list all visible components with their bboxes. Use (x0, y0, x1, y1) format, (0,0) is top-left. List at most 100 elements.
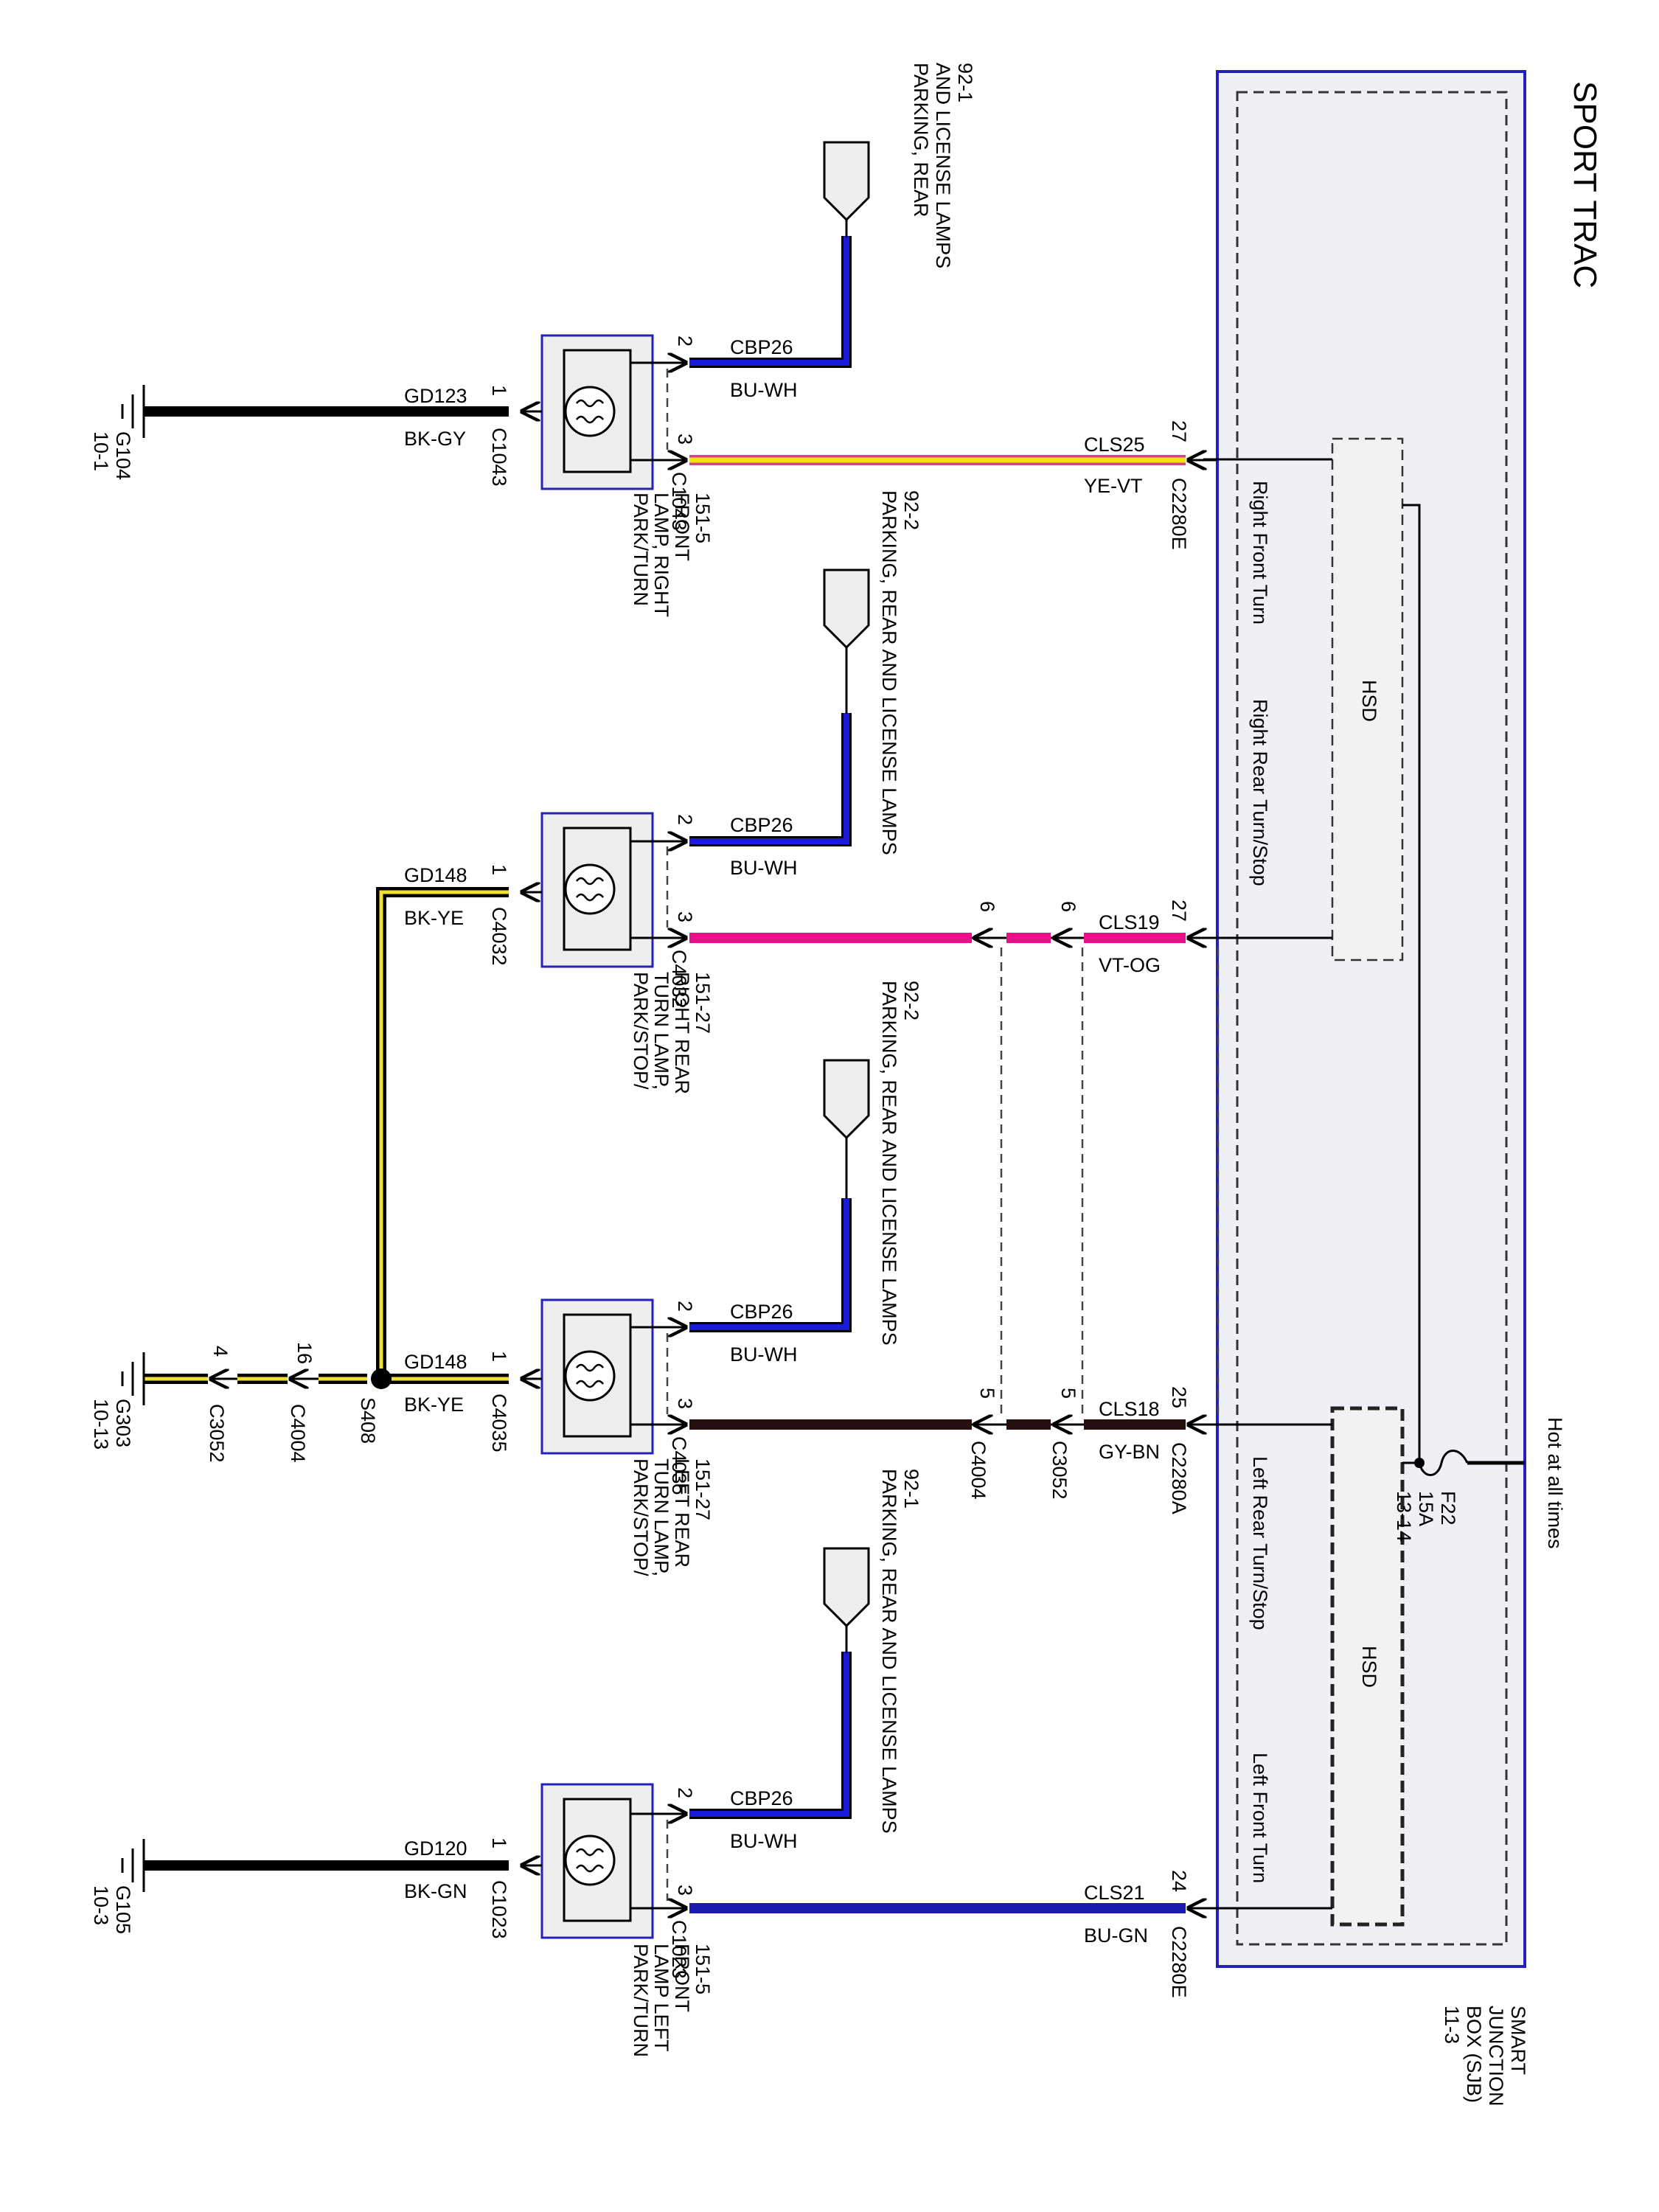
signal-circuit: CLS18 (1099, 1398, 1160, 1420)
ground-connector: C1043 (488, 428, 510, 487)
ground-circuit: GD148 (404, 864, 467, 886)
signal-color: GY-BN (1099, 1441, 1160, 1463)
ground-pin: 1 (488, 864, 510, 875)
signal-color: VT-OG (1099, 954, 1161, 976)
feed-pin: 2 (674, 1301, 696, 1312)
signal-pin: 3 (674, 1885, 696, 1896)
ground-icon (121, 1839, 145, 1892)
ground-icon (121, 1352, 145, 1405)
feed-destination: PARKING, REAR AND LICENSE LAMPS 92-2 (878, 981, 922, 1351)
bulb-icon (563, 827, 632, 951)
feed-tags (823, 141, 870, 1653)
sjb-output-label: Left Front Turn (1249, 1753, 1271, 1883)
lamp-name: PARK/STOP/ TURN LAMP, RIGHT REAR 151-27 (630, 972, 714, 1100)
hsd-block-bottom (1330, 1406, 1405, 1927)
sjb-pin: 24 (1168, 1870, 1190, 1892)
feed-color: BU-WH (730, 1343, 797, 1366)
feed-color: BU-WH (730, 1830, 797, 1852)
sjb-connector: C2280E (1168, 478, 1190, 550)
ground-circuit: GD120 (404, 1837, 467, 1860)
feed-destination: PARKING, REAR AND LICENSE LAMPS 92-1 (910, 63, 976, 274)
wires (144, 236, 1217, 1908)
sjb-label: SMART JUNCTION BOX (SJB) 11-3 (1441, 2006, 1529, 2112)
splice-label: S408 (357, 1397, 379, 1444)
ground-icon (121, 385, 145, 438)
ground-pin: 1 (488, 1351, 510, 1362)
shared-ground-pin: 4 (209, 1346, 232, 1357)
diagram-title: SPORT TRAC (1567, 81, 1603, 288)
fuse-f22 (1414, 1450, 1525, 1476)
ground-pin: 1 (488, 1837, 510, 1848)
wire-ground-right-rear (379, 890, 509, 1379)
bulb-icon (563, 1798, 632, 1922)
fuse-junction-dot (1414, 1458, 1425, 1468)
hsd-label: HSD (1358, 680, 1380, 722)
lamp-name: PARK/TURN LAMP, RIGHT FRONT 151-5 (630, 493, 714, 622)
inline-pin: 6 (976, 901, 998, 912)
ground-symbols (121, 385, 145, 1892)
ground-circuit: GD148 (404, 1351, 467, 1373)
wire-feed-left-rear (689, 1198, 849, 1330)
lamp-connector: C1023 (668, 1920, 690, 1979)
lamp-connector: C1043 (668, 472, 690, 531)
sjb-pin: 27 (1168, 900, 1190, 922)
ground-connector: C4035 (488, 1394, 510, 1453)
wire-feed-right-front (689, 236, 849, 366)
signal-pin: 3 (674, 911, 696, 922)
smart-junction-box (1203, 70, 1526, 1968)
feed-destination: PARKING, REAR AND LICENSE LAMPS 92-1 (878, 1469, 922, 1839)
inline-connector-dashes (666, 369, 1220, 1901)
ground-color: BK-YE (404, 1394, 464, 1416)
ground-circuit: GD123 (404, 385, 467, 407)
sjb-pin: 27 (1168, 420, 1190, 442)
feed-tag-icon (823, 141, 870, 222)
sjb-connector: C2280E (1168, 1926, 1190, 1998)
shared-ground-connector: C4004 (287, 1404, 309, 1463)
feed-pin: 2 (674, 814, 696, 825)
feed-circuit: CBP26 (730, 336, 793, 358)
splice-s408-dot (371, 1368, 392, 1389)
inline-pin: 6 (1057, 901, 1079, 912)
shared-ground-connector: C3052 (206, 1404, 228, 1463)
hsd-feed-line (1402, 504, 1421, 1463)
bulb-icon (563, 1313, 632, 1438)
feed-color: BU-WH (730, 857, 797, 879)
inline-connector: C3052 (1048, 1441, 1071, 1500)
ground-color: BK-GN (404, 1880, 467, 1902)
signal-circuit: CLS19 (1099, 911, 1160, 933)
lamp-connector: C4032 (668, 950, 690, 1009)
feed-pin: 2 (674, 1787, 696, 1798)
signal-circuit: CLS21 (1084, 1882, 1145, 1904)
wire-feed-right-rear (689, 713, 849, 844)
signal-circuit: CLS25 (1084, 434, 1145, 456)
lamp-name: PARK/STOP/ TURN LAMP, LEFT REAR 151-27 (630, 1458, 714, 1582)
lamp-connector: C4035 (668, 1436, 690, 1495)
ground-pin: 1 (488, 385, 510, 396)
feed-color: BU-WH (730, 379, 797, 401)
sjb-output-label: Right Rear Turn/Stop (1249, 699, 1271, 886)
ground-color: BK-YE (404, 907, 464, 929)
feed-circuit: CBP26 (730, 1301, 793, 1323)
feed-tag-icon (823, 1547, 870, 1628)
lamp-name: PARK/TURN LAMP LEFT FRONT 151-5 (630, 1944, 714, 2063)
ground-point-label: G303 10-13 (90, 1399, 134, 1453)
sjb-pin: 25 (1168, 1386, 1190, 1408)
feed-destination: PARKING, REAR AND LICENSE LAMPS 92-2 (878, 490, 922, 860)
wire-feed-left-front (689, 1652, 849, 1817)
sjb-inner-dashed (1236, 91, 1508, 1946)
fuse-icon (1418, 1450, 1469, 1476)
signal-pin: 3 (674, 1398, 696, 1409)
inline-pin: 5 (1057, 1388, 1079, 1399)
ground-connector: C4032 (488, 907, 510, 966)
bulb-icon (563, 349, 632, 473)
sjb-output-label: Left Rear Turn/Stop (1249, 1456, 1271, 1630)
sjb-output-label: Right Front Turn (1249, 481, 1271, 625)
ground-point-label: G105 10-3 (90, 1885, 134, 1940)
signal-pin: 3 (674, 434, 696, 445)
inline-pin: 5 (976, 1388, 998, 1399)
lamp-boxes (540, 334, 654, 1939)
hsd-label: HSD (1358, 1646, 1380, 1688)
feed-tag-icon (823, 1059, 870, 1140)
hsd-block-top (1331, 437, 1404, 961)
